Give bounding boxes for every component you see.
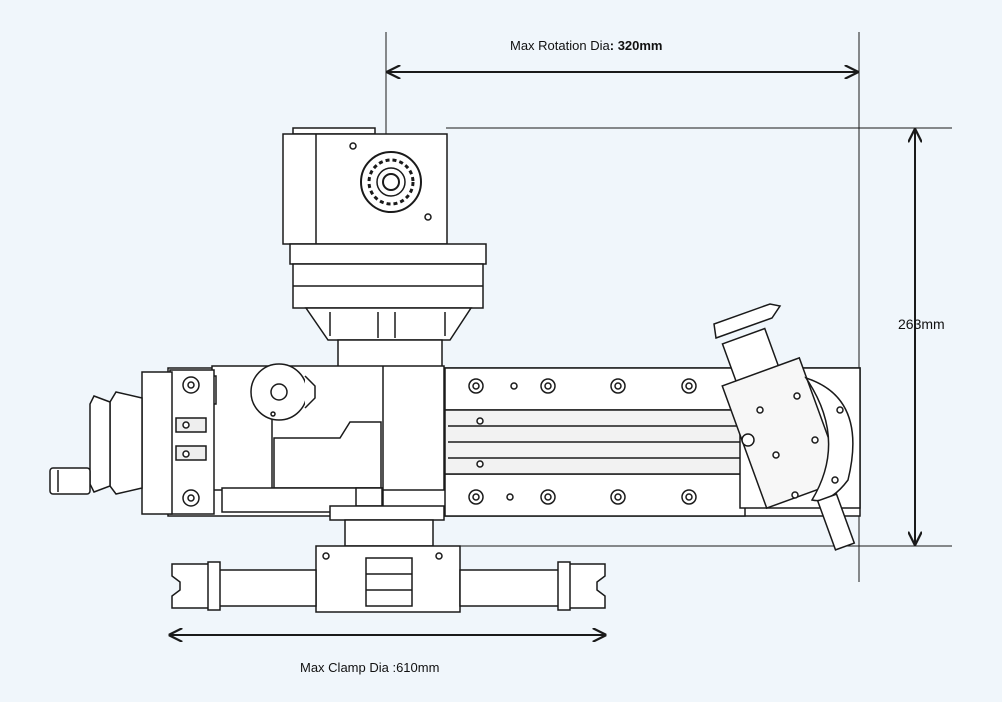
dimension-lines <box>170 32 952 635</box>
clamp-jaw-left <box>171 563 211 609</box>
height-dimension-label: 263mm <box>898 316 945 332</box>
hand-crank <box>49 371 173 515</box>
rail-bolts <box>468 378 697 505</box>
rotation-label-sep: : <box>609 38 615 53</box>
left-rail-end <box>169 369 215 515</box>
rotation-label-text: Max Rotation Dia <box>510 38 610 53</box>
rotation-label-value: 320mm <box>617 38 663 53</box>
clamp-assembly <box>171 505 606 613</box>
clamp-dimension-label: Max Clamp Dia :610mm <box>300 660 440 675</box>
tool-post <box>713 303 861 551</box>
crank-handle <box>49 467 91 495</box>
clamp-rod-right <box>459 569 561 607</box>
rotation-dimension-label: Max Rotation Dia: 320mm <box>510 38 663 53</box>
machine <box>49 127 861 613</box>
motor-head <box>282 127 487 369</box>
clamp-rod-left <box>217 569 317 607</box>
clamp-jaw-right <box>566 563 606 609</box>
